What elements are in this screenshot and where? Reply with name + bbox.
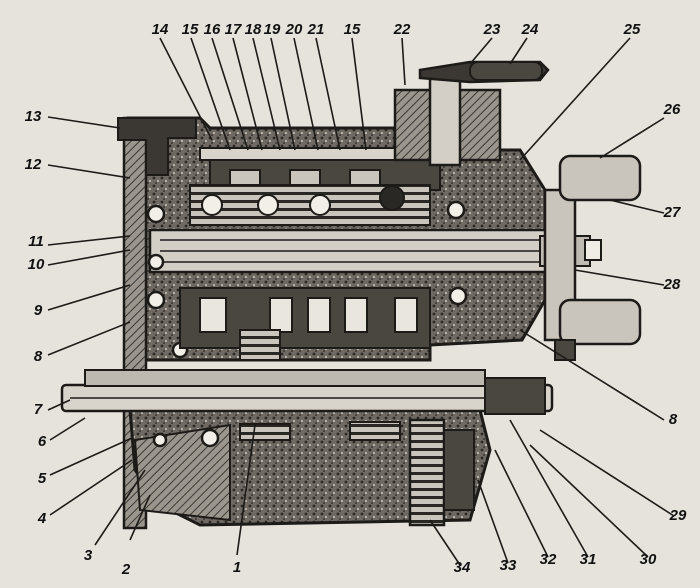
- callout-28: 28: [663, 276, 681, 293]
- callout-30: 30: [639, 551, 657, 568]
- callout-9: 9: [33, 302, 43, 319]
- callout-31: 31: [579, 551, 597, 568]
- callout-5: 5: [37, 470, 47, 487]
- callout-6: 6: [37, 433, 47, 450]
- callout-8-left: 8: [33, 348, 43, 365]
- lower-gear-cluster: [179, 287, 431, 361]
- callout-2: 2: [121, 561, 131, 578]
- reverse-gear: [239, 418, 475, 527]
- callout-23: 23: [483, 21, 501, 38]
- callout-12: 12: [24, 156, 42, 173]
- callout-29: 29: [669, 507, 687, 524]
- callout-11: 11: [28, 233, 44, 250]
- callout-25: 25: [623, 21, 641, 38]
- callout-4: 4: [37, 510, 47, 527]
- callout-16: 16: [203, 21, 221, 38]
- callout-3: 3: [83, 547, 93, 564]
- callout-17: 17: [224, 21, 242, 38]
- callout-22: 22: [393, 21, 411, 38]
- rear-cover-and-flange: [543, 154, 642, 361]
- main-shaft: [148, 228, 602, 274]
- callout-10: 10: [27, 256, 45, 273]
- callout-7: 7: [33, 401, 43, 418]
- callout-34: 34: [453, 559, 471, 576]
- bearings: [146, 200, 468, 448]
- callout-18: 18: [244, 21, 262, 38]
- callout-1: 1: [232, 559, 242, 576]
- leader-lines: [47, 37, 675, 566]
- upper-gear-cluster: [189, 184, 431, 226]
- callout-15-left: 15: [181, 21, 199, 38]
- callout-14: 14: [151, 21, 169, 38]
- callout-33: 33: [499, 557, 517, 574]
- callout-19: 19: [263, 21, 281, 38]
- callout-21: 21: [307, 21, 325, 38]
- callout-26: 26: [663, 101, 681, 118]
- callout-32: 32: [539, 551, 557, 568]
- callout-8-right: 8: [668, 411, 678, 428]
- callout-15-right: 15: [343, 21, 361, 38]
- callout-20: 20: [285, 21, 303, 38]
- countershaft: [60, 369, 554, 415]
- shift-lever-housing: [393, 60, 550, 167]
- callout-27: 27: [663, 204, 681, 221]
- callout-24: 24: [521, 21, 539, 38]
- callout-13: 13: [24, 108, 42, 125]
